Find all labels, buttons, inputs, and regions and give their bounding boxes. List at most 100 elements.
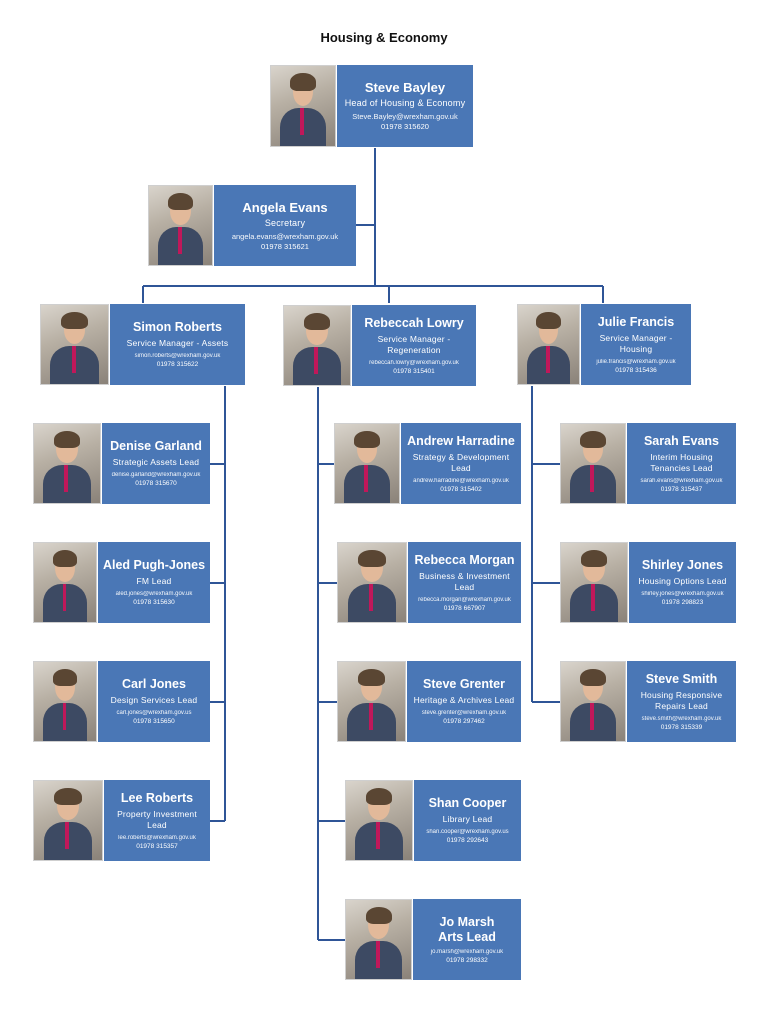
staff-phone: 01978 315402 bbox=[440, 485, 482, 493]
manager-phone: 01978 315436 bbox=[615, 366, 657, 374]
head-phone: 01978 315620 bbox=[381, 122, 429, 131]
staff-phone: 01978 315437 bbox=[660, 485, 703, 493]
manager-photo bbox=[517, 304, 580, 385]
staff-name: Lee Roberts bbox=[120, 790, 194, 805]
staff-email: steve.grenter@wrexham.gov.uk bbox=[421, 710, 507, 716]
head-photo bbox=[270, 65, 336, 147]
staff-role: Housing Responsive Repairs Lead bbox=[640, 689, 723, 711]
manager-name: Julie Francis bbox=[597, 314, 675, 329]
staff-card: Andrew Harradine Strategy & Development … bbox=[401, 423, 521, 504]
secretary-role: Secretary bbox=[264, 217, 306, 228]
staff-role: Interim Housing Tenancies Lead bbox=[650, 451, 713, 473]
staff-photo bbox=[345, 899, 412, 980]
staff-phone: 01978 667907 bbox=[443, 604, 486, 612]
staff-name: Aled Pugh-Jones bbox=[102, 558, 206, 572]
staff-email: shan.cooper@wrexham.gov.us bbox=[426, 829, 509, 835]
staff-email: lee.roberts@wrexham.gov.uk bbox=[118, 834, 196, 841]
staff-email: jo.marsh@wrexham.gov.uk bbox=[430, 948, 504, 955]
manager-role: Service Manager - Housing bbox=[599, 332, 673, 354]
manager-photo bbox=[283, 305, 351, 386]
staff-name: Sarah Evans bbox=[643, 433, 720, 448]
manager-phone: 01978 315401 bbox=[393, 367, 435, 375]
staff-photo bbox=[560, 423, 626, 504]
staff-role: Business & Investment Lead bbox=[419, 570, 510, 592]
secretary-photo bbox=[148, 185, 213, 266]
staff-card: Rebecca Morgan Business & Investment Lea… bbox=[408, 542, 521, 623]
staff-role: Housing Options Lead bbox=[638, 576, 727, 586]
staff-photo bbox=[33, 423, 101, 504]
staff-card: Lee Roberts Property Investment Lead lee… bbox=[104, 780, 210, 861]
staff-role: Strategic Assets Lead bbox=[112, 457, 200, 467]
secretary-name: Angela Evans bbox=[242, 199, 328, 215]
staff-email: andrew.harradine@wrexham.gov.uk bbox=[413, 477, 509, 484]
manager-email: rebeccah.lowry@wrexham.gov.uk bbox=[369, 359, 459, 366]
head-card: Steve Bayley Head of Housing & Economy S… bbox=[337, 65, 473, 147]
manager-card: Simon Roberts Service Manager - Assets s… bbox=[110, 304, 245, 385]
manager-card: Julie Francis Service Manager - Housing … bbox=[581, 304, 691, 385]
head-email: Steve.Bayley@wrexham.gov.uk bbox=[352, 112, 458, 121]
staff-photo bbox=[334, 423, 400, 504]
staff-phone: 01978 315630 bbox=[133, 599, 175, 606]
staff-card: Shan Cooper Library Lead shan.cooper@wre… bbox=[414, 780, 521, 861]
staff-name: Shan Cooper bbox=[428, 796, 507, 810]
staff-card: Denise Garland Strategic Assets Lead den… bbox=[102, 423, 210, 504]
staff-photo bbox=[33, 780, 103, 861]
staff-email: rebecca.morgan@wrexham.gov.uk bbox=[418, 596, 511, 603]
staff-name: Steve Grenter bbox=[423, 677, 505, 691]
staff-email: aled.jones@wrexham.gov.uk bbox=[115, 591, 193, 597]
staff-name: Jo Marsh bbox=[439, 914, 495, 929]
staff-email: carl.jones@wrexham.gov.us bbox=[116, 710, 192, 716]
staff-photo bbox=[33, 542, 97, 623]
staff-role: Library Lead bbox=[442, 814, 493, 824]
manager-name: Simon Roberts bbox=[133, 320, 222, 334]
manager-phone: 01978 315622 bbox=[156, 361, 199, 368]
staff-phone: 01978 292643 bbox=[446, 837, 489, 844]
manager-name: Rebeccah Lowry bbox=[364, 315, 464, 330]
staff-phone: 01978 315339 bbox=[660, 723, 703, 731]
staff-phone: 01978 315357 bbox=[136, 842, 178, 850]
staff-name: Denise Garland bbox=[110, 439, 202, 453]
manager-card: Rebeccah Lowry Service Manager - Regener… bbox=[352, 305, 476, 386]
staff-phone: 01978 298332 bbox=[446, 956, 488, 964]
head-role: Head of Housing & Economy bbox=[344, 98, 466, 108]
staff-card: Carl Jones Design Services Lead carl.jon… bbox=[98, 661, 210, 742]
staff-role: Arts Lead bbox=[438, 929, 496, 944]
secretary-email: angela.evans@wrexham.gov.uk bbox=[231, 231, 339, 241]
staff-role: FM Lead bbox=[136, 576, 172, 586]
staff-role: Strategy & Development Lead bbox=[412, 451, 510, 473]
chart-title: Housing & Economy bbox=[320, 30, 448, 45]
manager-role: Service Manager - Regeneration bbox=[377, 333, 451, 355]
secretary-phone: 01978 315621 bbox=[261, 241, 309, 251]
staff-card: Aled Pugh-Jones FM Lead aled.jones@wrexh… bbox=[98, 542, 210, 623]
staff-phone: 01978 298823 bbox=[661, 599, 704, 606]
staff-photo bbox=[337, 542, 407, 623]
staff-name: Steve Smith bbox=[645, 671, 718, 686]
manager-photo bbox=[40, 304, 109, 385]
manager-role: Service Manager - Assets bbox=[126, 338, 229, 348]
staff-name: Shirley Jones bbox=[641, 558, 724, 572]
head-name: Steve Bayley bbox=[364, 80, 446, 95]
staff-photo bbox=[33, 661, 97, 742]
staff-email: shirley.jones@wrexham.gov.uk bbox=[641, 591, 724, 597]
staff-email: steve.smith@wrexham.gov.uk bbox=[641, 715, 722, 722]
staff-photo bbox=[337, 661, 406, 742]
secretary-card: Angela Evans Secretary angela.evans@wrex… bbox=[214, 185, 356, 266]
staff-role: Design Services Lead bbox=[110, 695, 198, 705]
staff-card: Sarah Evans Interim Housing Tenancies Le… bbox=[627, 423, 736, 504]
staff-name: Andrew Harradine bbox=[407, 433, 515, 448]
manager-email: simon.roberts@wrexham.gov.uk bbox=[134, 353, 221, 359]
staff-phone: 01978 315650 bbox=[133, 718, 175, 725]
staff-role: Property Investment Lead bbox=[117, 808, 197, 830]
staff-photo bbox=[560, 542, 628, 623]
staff-card: Shirley Jones Housing Options Lead shirl… bbox=[629, 542, 736, 623]
staff-card: Jo Marsh Arts Lead jo.marsh@wrexham.gov.… bbox=[413, 899, 521, 980]
staff-email: sarah.evans@wrexham.gov.uk bbox=[640, 477, 723, 484]
staff-name: Carl Jones bbox=[122, 677, 186, 691]
staff-card: Steve Grenter Heritage & Archives Lead s… bbox=[407, 661, 521, 742]
staff-email: denise.garland@wrexham.gov.uk bbox=[111, 472, 201, 478]
manager-email: julie.francis@wrexham.gov.uk bbox=[596, 358, 676, 365]
staff-photo bbox=[345, 780, 413, 861]
staff-card: Steve Smith Housing Responsive Repairs L… bbox=[627, 661, 736, 742]
staff-phone: 01978 315670 bbox=[135, 480, 177, 487]
